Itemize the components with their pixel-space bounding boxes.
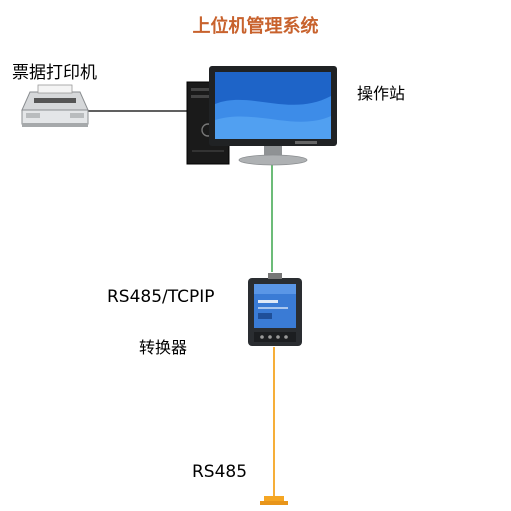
bus-label: RS485 (192, 462, 248, 482)
printer-label: 票据打印机 (12, 63, 97, 83)
converter-label-line2: 转换器 (139, 338, 188, 357)
monitor-icon (209, 66, 337, 166)
converter-icon (248, 273, 302, 346)
workstation-label: 操作站 (357, 84, 406, 103)
bus-terminal-icon (260, 496, 288, 505)
printer-icon (21, 84, 89, 127)
converter-label-line1: RS485/TCPIP (107, 287, 215, 307)
diagram-title: 上位机管理系统 (192, 16, 319, 37)
